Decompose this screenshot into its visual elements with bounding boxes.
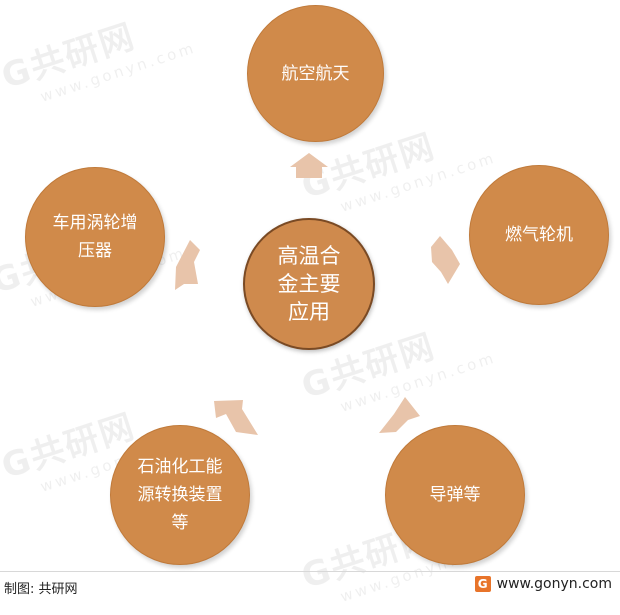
arrows-layer	[175, 153, 460, 435]
node-turbocharger: 车用涡轮增压器	[25, 167, 165, 307]
arrow-to-aerospace	[290, 153, 328, 178]
arrow-to-missile	[379, 397, 420, 433]
node-petrochemical: 石油化工能源转换装置等	[110, 425, 250, 565]
node-gas-turbine: 燃气轮机	[469, 165, 609, 305]
node-label: 车用涡轮增压器	[52, 213, 138, 261]
center-label: 高温合金主要应用	[277, 244, 341, 324]
footer-divider	[0, 571, 620, 572]
footer-brand: G www.gonyn.com	[474, 576, 612, 592]
arrow-to-petrochemical	[214, 400, 258, 435]
center-node: 高温合金主要应用	[243, 218, 375, 350]
node-label: 航空航天	[281, 63, 350, 84]
website-link[interactable]: www.gonyn.com	[496, 576, 612, 592]
arrow-to-turbocharger	[175, 240, 200, 290]
node-missile: 导弹等	[385, 425, 525, 565]
arrow-to-gas-turbine	[431, 236, 460, 284]
node-aerospace: 航空航天	[247, 5, 384, 142]
gonyn-logo-icon: G	[474, 576, 491, 592]
source-credit: 制图: 共研网	[4, 582, 78, 597]
node-label: 燃气轮机	[505, 225, 573, 245]
node-label: 导弹等	[429, 485, 481, 505]
node-label: 石油化工能源转换装置等	[137, 457, 223, 533]
